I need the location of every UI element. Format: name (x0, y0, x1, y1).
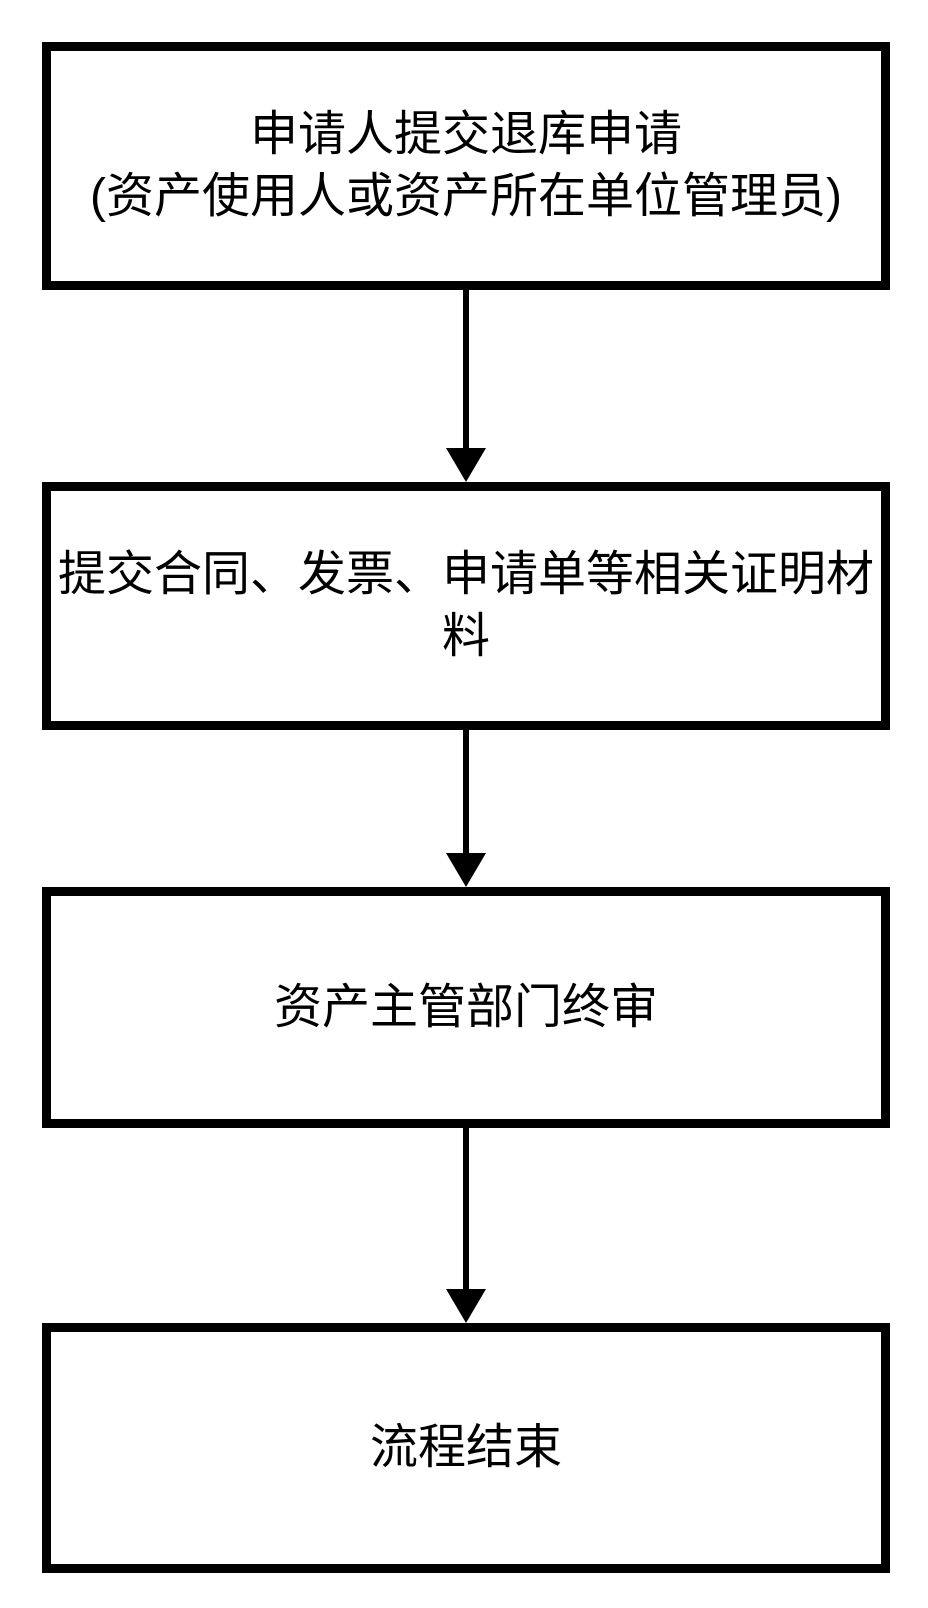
arrowhead-down-icon (446, 1289, 486, 1323)
flow-node-text-line: 流程结束 (369, 1421, 562, 1474)
flow-node-text-line: 料 (441, 610, 490, 663)
arrowhead-down-icon (446, 448, 486, 482)
connector-arrow-1 (42, 290, 890, 482)
flow-node-final-review: 资产主管部门终审 (42, 887, 890, 1128)
flow-node-text-line: 提交合同、发票、申请单等相关证明材 (57, 548, 874, 601)
arrow-shaft (463, 730, 469, 854)
arrowhead-down-icon (446, 853, 486, 887)
connector-arrow-2 (42, 730, 890, 887)
arrow-shaft (463, 1128, 469, 1290)
flow-node-text-line: 资产主管部门终审 (273, 980, 658, 1034)
flow-node-submit-materials: 提交合同、发票、申请单等相关证明材 料 (42, 482, 890, 730)
connector-arrow-3 (42, 1128, 890, 1323)
flow-node-text-line: 申请人提交退库申请 (249, 108, 682, 161)
flow-node-submit-application: 申请人提交退库申请 (资产使用人或资产所在单位管理员) (42, 42, 890, 290)
arrow-shaft (463, 290, 469, 449)
flow-node-process-end: 流程结束 (42, 1323, 890, 1573)
flow-node-text-line: (资产使用人或资产所在单位管理员) (90, 170, 842, 223)
